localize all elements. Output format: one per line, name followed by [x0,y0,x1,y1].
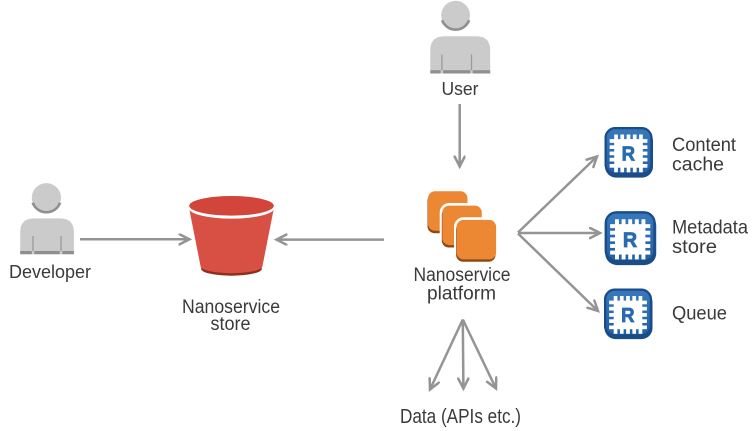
svg-text:cache: cache [672,155,724,176]
svg-text:Data (APIs etc.): Data (APIs etc.) [400,405,521,428]
svg-text:store: store [211,314,251,335]
svg-text:Nanoservice: Nanoservice [182,297,280,318]
svg-text:Developer: Developer [9,261,91,282]
svg-text:Nanoservice: Nanoservice [414,265,511,286]
svg-text:Queue: Queue [672,304,727,325]
svg-text:Metadata: Metadata [672,218,748,239]
svg-text:store: store [672,237,717,258]
svg-text:platform: platform [427,284,496,305]
svg-text:User: User [442,78,479,99]
svg-text:Content: Content [672,135,737,156]
